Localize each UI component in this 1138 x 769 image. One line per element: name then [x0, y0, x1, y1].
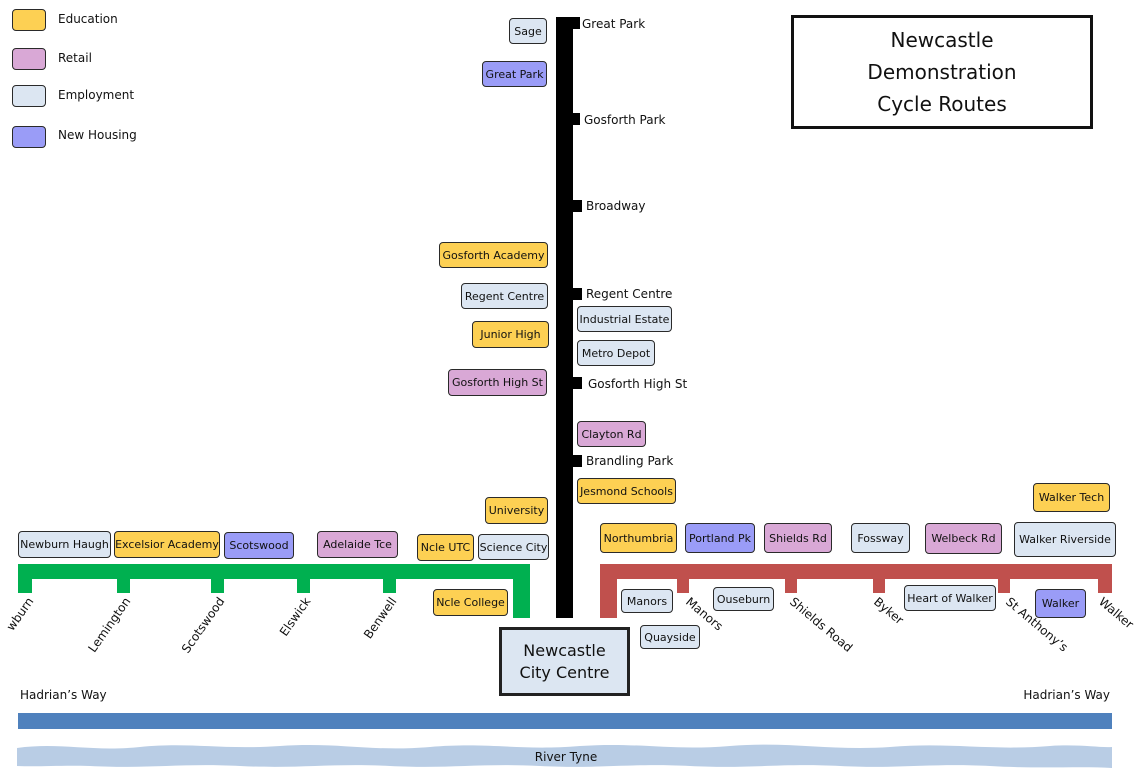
map-title: Newcastle Demonstration Cycle Routes [791, 15, 1093, 129]
destination-walker-tech: Walker Tech [1033, 483, 1110, 512]
hadrians-way-path [18, 713, 1112, 729]
east-stop-byker: Byker [871, 595, 906, 628]
destination-regent-centre: Regent Centre [461, 283, 548, 309]
city-centre-line-2: City Centre [519, 662, 610, 682]
title-line-3: Cycle Routes [877, 92, 1007, 116]
destination-heart-of-walker: Heart of Walker [904, 585, 996, 611]
destination-junior-high: Junior High [472, 321, 549, 348]
west-route-end [513, 564, 530, 618]
destination-metro-depot: Metro Depot [577, 340, 655, 366]
destination-scotswood: Scotswood [224, 532, 294, 559]
west-stop-tick [297, 578, 310, 593]
north-stop-gosforth-high-st: Gosforth High St [588, 377, 688, 391]
east-stop-shields-road: Shields Road [787, 595, 855, 655]
west-stop-scotswood: Scotswood [179, 595, 228, 656]
legend-swatch-employment [12, 85, 46, 107]
north-stop-regent-centre: Regent Centre [586, 287, 672, 301]
destination-gosforth-high-st: Gosforth High St [448, 369, 547, 396]
destination-manors: Manors [621, 589, 673, 613]
city-centre-box: Newcastle City Centre [499, 627, 630, 696]
west-stop-tick [211, 578, 224, 593]
legend-swatch-education [12, 9, 46, 31]
east-route-start [600, 564, 617, 618]
destination-quayside: Quayside [640, 625, 700, 649]
legend-label-new-housing: New Housing [58, 128, 137, 142]
north-route-line [556, 17, 573, 618]
destination-walker: Walker [1035, 589, 1086, 618]
title-line-1: Newcastle [890, 28, 994, 52]
legend-swatch-retail [12, 48, 46, 70]
hadrians-way-left-label: Hadrian’s Way [20, 688, 107, 702]
west-stop-tick [117, 578, 130, 593]
north-stop-tick [570, 17, 580, 29]
west-stop-benwell: Benwell [361, 595, 399, 642]
north-stop-tick [570, 113, 580, 125]
east-stop-tick [998, 578, 1010, 593]
east-stop-tick [873, 578, 885, 593]
west-route-line [18, 564, 530, 579]
destination-shields-rd: Shields Rd [764, 523, 832, 553]
west-stop-tick [18, 578, 32, 593]
north-stop-broadway: Broadway [586, 199, 645, 213]
destination-ncle-utc: Ncle UTC [417, 534, 474, 561]
north-stop-brandling-park: Brandling Park [586, 454, 673, 468]
north-stop-tick [570, 288, 582, 300]
east-stop-tick [1098, 578, 1112, 593]
west-stop-lemington: Lemington [85, 595, 133, 655]
west-stop-tick [383, 578, 396, 593]
destination-northumbria: Northumbria [600, 523, 677, 553]
destination-walker-riverside: Walker Riverside [1014, 522, 1116, 557]
legend-label-employment: Employment [58, 88, 135, 102]
destination-ncle-college: Ncle College [433, 589, 508, 616]
destination-science-city: Science City [478, 534, 549, 560]
west-stop-elswick: Elswick [277, 595, 314, 639]
destination-sage: Sage [509, 18, 547, 44]
destination-newburn-haugh: Newburn Haugh [18, 531, 111, 558]
east-stop-walker: Walker [1096, 595, 1136, 632]
north-stop-tick [570, 200, 582, 212]
destination-clayton-rd: Clayton Rd [577, 421, 646, 447]
east-stop-tick [677, 578, 689, 593]
legend-swatch-new-housing [12, 126, 46, 148]
north-stop-tick [570, 377, 582, 389]
legend-label-retail: Retail [58, 51, 92, 65]
destination-excelsior-academy: Excelsior Academy [114, 531, 220, 558]
north-stop-tick [570, 455, 582, 467]
destination-great-park: Great Park [482, 61, 547, 87]
destination-welbeck-rd: Welbeck Rd [925, 523, 1002, 554]
city-centre-line-1: Newcastle [523, 640, 606, 660]
north-stop-great-park: Great Park [582, 17, 645, 31]
east-route-line [600, 564, 1112, 579]
west-stop-newburn: wburn [4, 595, 37, 634]
east-stop-tick [785, 578, 797, 593]
hadrians-way-right-label: Hadrian’s Way [1023, 688, 1110, 702]
destination-fossway: Fossway [851, 523, 910, 553]
destination-university: University [485, 497, 548, 524]
destination-ouseburn: Ouseburn [713, 587, 774, 611]
river-label: River Tyne [535, 750, 597, 764]
destination-adelaide-tce: Adelaide Tce [317, 531, 398, 558]
river-tyne [17, 744, 1112, 768]
legend-label-education: Education [58, 12, 118, 26]
destination-gosforth-academy: Gosforth Academy [439, 242, 548, 268]
destination-portland-pk: Portland Pk [685, 523, 755, 553]
destination-industrial-estate: Industrial Estate [577, 306, 672, 332]
destination-jesmond-schools: Jesmond Schools [577, 478, 676, 504]
title-line-2: Demonstration [867, 60, 1017, 84]
north-stop-gosforth-park: Gosforth Park [584, 113, 666, 127]
